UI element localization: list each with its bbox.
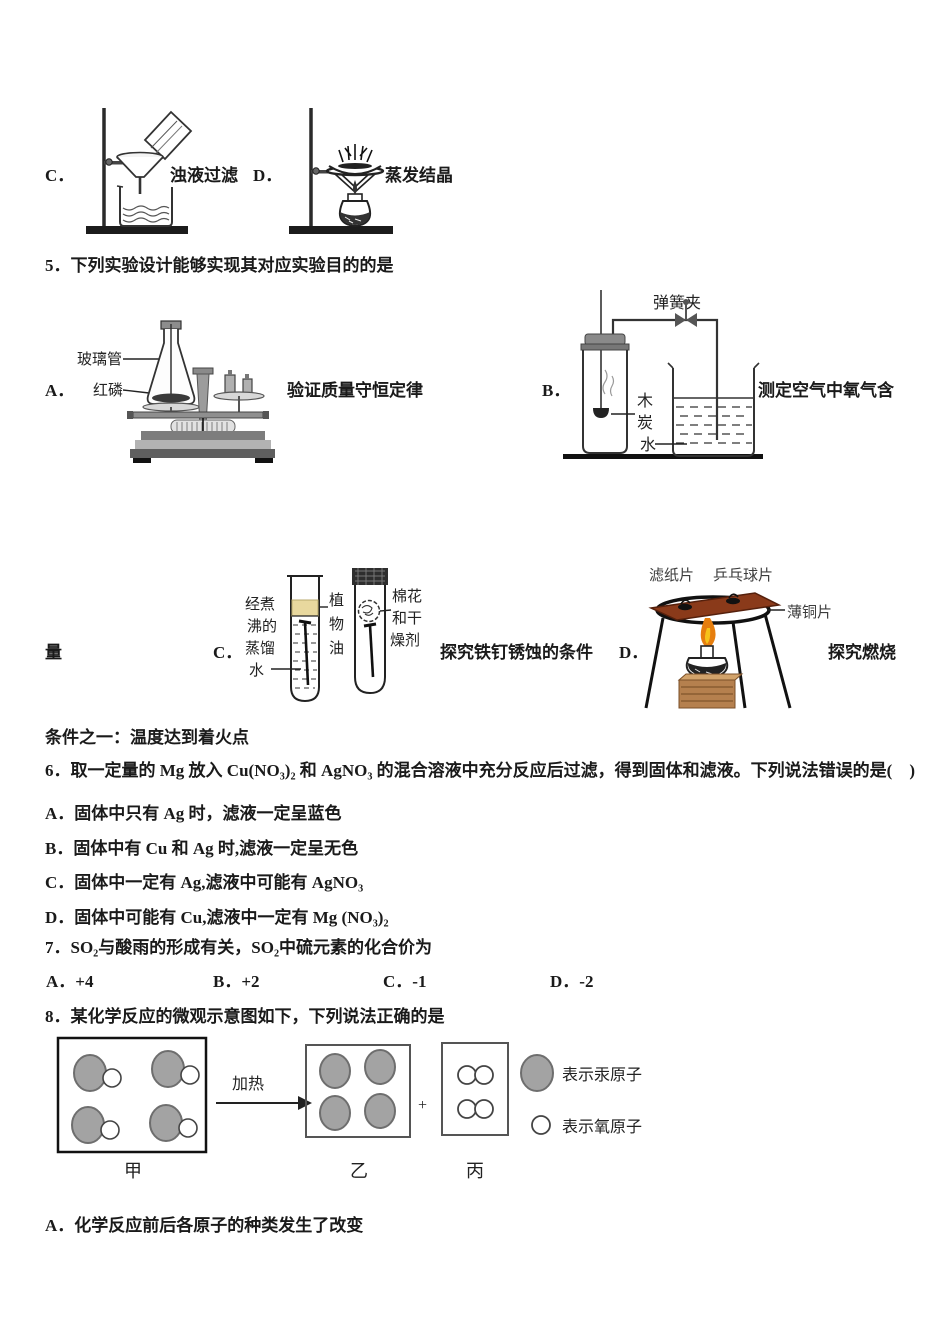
boiled-water-annotation-3: 蒸馏 [245, 640, 275, 657]
filter-paper-annotation: 滤纸片 [649, 567, 694, 584]
q6-option-c: C．固体中一定有 Ag,滤液中可能有 AgNO₃ [45, 873, 364, 892]
q7-stem: 7．SO₂与酸雨的形成有关，SO₂中硫元素的化合价为 [45, 938, 433, 957]
filtration-diagram [86, 108, 193, 234]
test-tube-1 [290, 577, 320, 703]
oxygen-measure-diagram: 弹簧夹 木 炭 水 [563, 290, 763, 459]
boiled-water-annotation-1: 经煮 [245, 596, 275, 613]
glass-tube-annotation: 玻璃管 [77, 351, 122, 368]
receiving-beaker [119, 187, 173, 227]
evaporation-diagram [289, 108, 393, 234]
water-annotation: 水 [640, 436, 656, 454]
copper-sheet [648, 592, 782, 621]
q7-option-a: A．+4 [46, 972, 94, 991]
q5-option-c-caption: 探究铁钉锈蚀的条件 [440, 643, 593, 662]
copper-sheet-annotation: 薄铜片 [787, 604, 832, 621]
q4-option-d-caption: 蒸发结晶 [385, 166, 453, 185]
pouring-beaker [143, 110, 193, 161]
combustion-diagram: 滤纸片 乒乓球片 薄铜片 [644, 567, 832, 709]
boiled-water-annotation-2: 沸的 [247, 618, 277, 635]
cotton-annotation-3: 燥剂 [390, 632, 420, 649]
red-phosphorus [152, 393, 190, 403]
oil-layer [291, 599, 319, 617]
balance-beam [132, 411, 264, 419]
pingpong-annotation: 乒乓球片 [713, 567, 773, 584]
tripod-leg-right [763, 613, 792, 709]
boiled-water-annotation-4: 水 [249, 662, 264, 679]
label-bing: 丙 [466, 1161, 484, 1181]
micro-reaction-diagram: 甲 加热 乙 + 丙 表示汞原子 表示氧原子 [56, 1036, 642, 1181]
cotton-annotation-2: 和干 [392, 610, 422, 627]
gas-bottle [582, 350, 628, 454]
plus-sign: + [418, 1097, 427, 1114]
charcoal-annotation-1: 木 [637, 392, 653, 410]
q7-option-d: D．-2 [550, 972, 594, 991]
legend-oxygen-label: 表示氧原子 [562, 1118, 642, 1136]
iron-nail-2 [368, 624, 375, 678]
test-tube-2 [354, 585, 386, 695]
q8-stem: 8．某化学反应的微观示意图如下，下列说法正确的是 [45, 1007, 445, 1026]
bottle-stopper [584, 333, 626, 346]
q8-option-a: A．化学反应前后各原子的种类发生了改变 [45, 1216, 364, 1235]
beaker [672, 368, 755, 457]
red-phosphorus-annotation: 红磷 [93, 382, 123, 399]
q4-option-d-label: D． [253, 166, 283, 185]
q6-option-b: B．固体中有 Cu 和 Ag 时,滤液一定呈无色 [45, 839, 359, 858]
oil-annotation-1: 植 [329, 592, 344, 609]
label-yi: 乙 [350, 1161, 368, 1181]
tripod-leg-left [644, 617, 665, 709]
q5-stem: 5．下列实验设计能够实现其对应实验目的的是 [45, 256, 394, 275]
o2-molecules [457, 1065, 494, 1119]
q5-option-b-label: B． [542, 381, 571, 400]
iron-nail-1 [303, 621, 310, 686]
rust-condition-diagram: 经煮 沸的 蒸馏 水 植 物 油 棉花 和干 燥剂 [245, 568, 422, 703]
tripod-leg-middle [731, 621, 747, 709]
spring-clamp-annotation: 弹簧夹 [653, 293, 701, 312]
box-jia [56, 1036, 208, 1154]
cotton-desiccant [357, 599, 381, 623]
q5-option-a-caption: 验证质量守恒定律 [287, 381, 423, 400]
legend-oxygen-atom [531, 1115, 551, 1135]
balance-base [130, 449, 275, 458]
q6-option-d: D．固体中可能有 Cu,滤液中一定有 Mg (NO₃)₂ [45, 908, 389, 927]
q5-option-d-label: D． [619, 643, 649, 662]
q4-option-c-caption: 浊液过滤 [170, 166, 238, 185]
box-bing [441, 1042, 509, 1136]
box-yi [305, 1044, 411, 1138]
q5-option-c-label: C． [213, 643, 243, 662]
gas-tube [611, 318, 719, 440]
q5-option-b-caption: 测定空气中氧气含 [758, 381, 894, 400]
q7-option-c: C．-1 [383, 972, 427, 991]
oil-annotation-2: 物 [329, 616, 344, 633]
hg-atoms [319, 1049, 396, 1131]
legend-mercury-label: 表示汞原子 [562, 1066, 642, 1084]
q6-stem: 6．取一定量的 Mg 放入 Cu(NO₃)₂ 和 AgNO₃ 的混合溶液中充分反… [45, 761, 915, 780]
q5-option-d-caption-wrap: 条件之一：温度达到着火点 [45, 728, 249, 747]
q6-option-a: A．固体中只有 Ag 时，滤液一定呈蓝色 [45, 804, 342, 823]
mass-conservation-diagram: 玻璃管 红磷 [77, 320, 275, 463]
q5-option-b-caption-wrap: 量 [45, 643, 62, 662]
hgo-molecules [71, 1050, 200, 1144]
cotton-annotation-1: 棉花 [392, 588, 422, 605]
label-jia: 甲 [124, 1161, 142, 1181]
legend-mercury-atom [520, 1054, 554, 1092]
evaporating-dish [328, 165, 382, 175]
charcoal-annotation-2: 炭 [637, 414, 653, 432]
charcoal [593, 408, 609, 418]
q5-option-d-caption: 探究燃烧 [828, 643, 896, 662]
oil-annotation-3: 油 [329, 640, 344, 657]
q7-option-b: B．+2 [213, 972, 260, 991]
spring-clamp [675, 313, 686, 327]
q5-option-a-label: A． [45, 381, 75, 400]
q4-option-c-label: C． [45, 166, 75, 185]
weight-1 [224, 374, 236, 395]
arrow-label: 加热 [232, 1075, 264, 1093]
